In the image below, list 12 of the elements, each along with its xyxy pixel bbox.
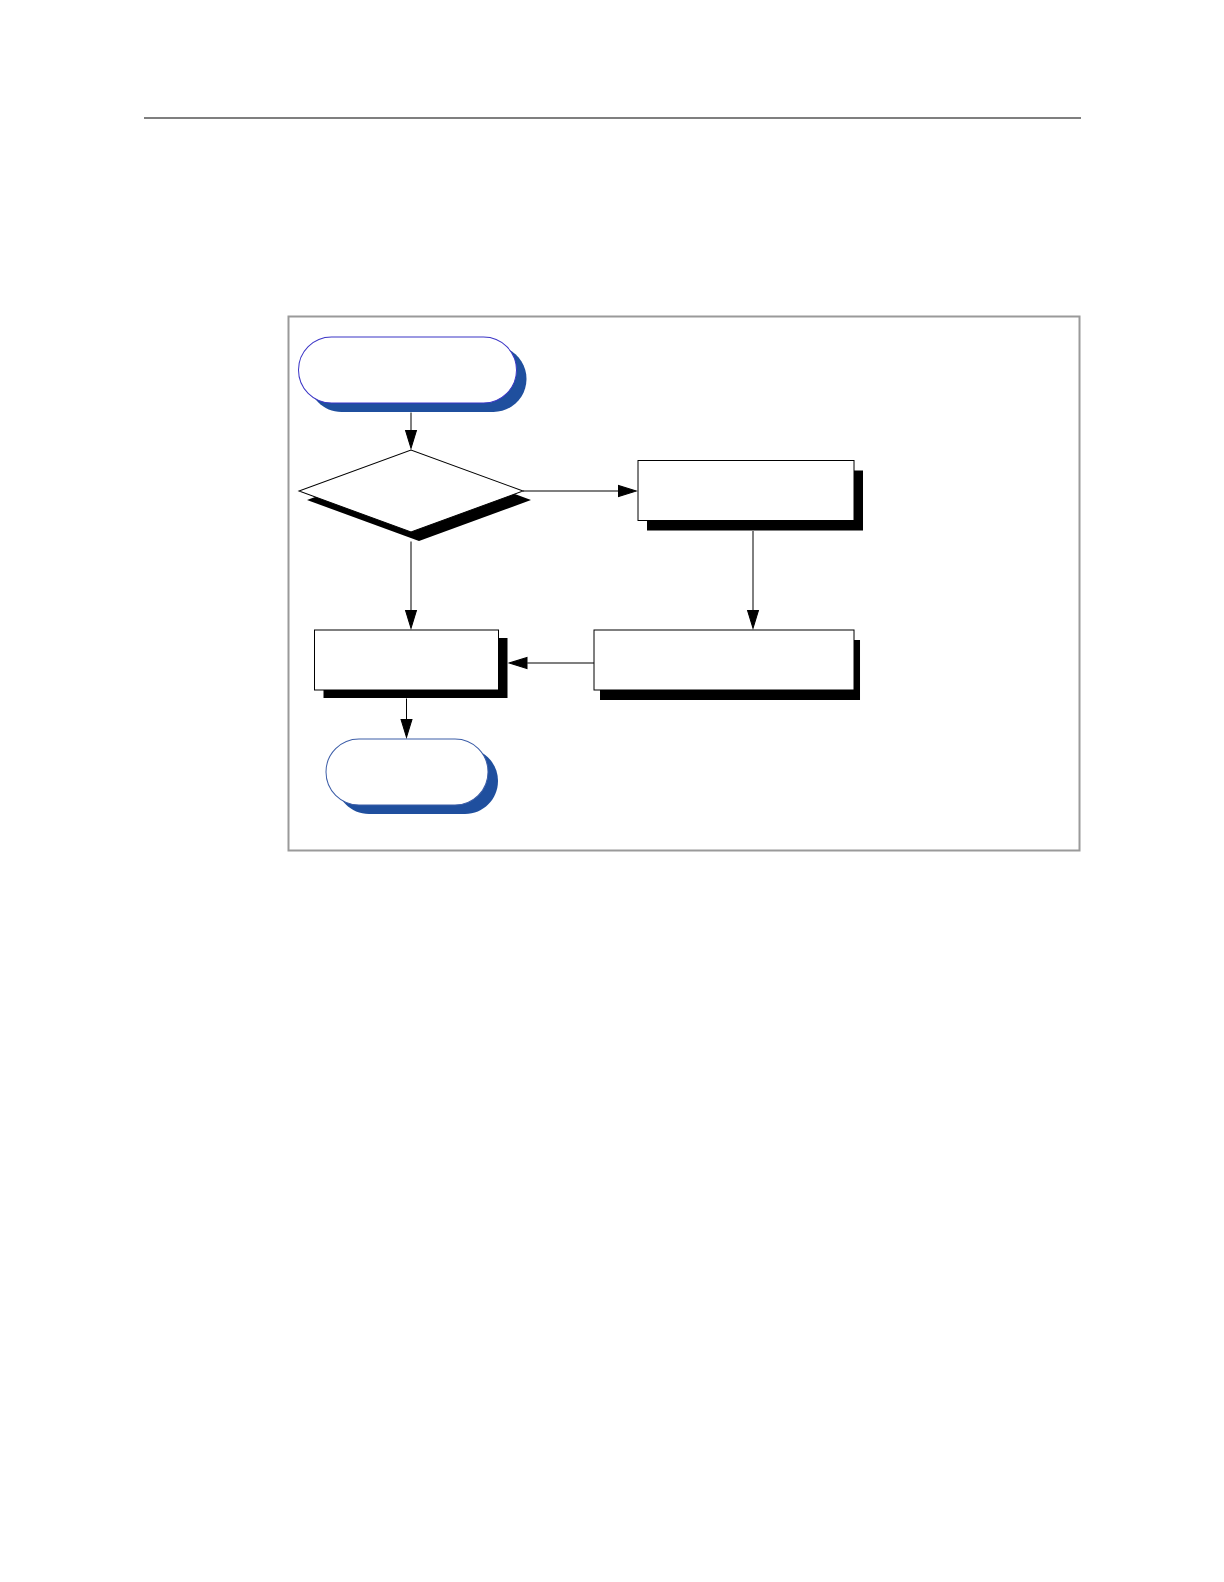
terminal-pill [325,738,498,814]
arrow [405,541,417,629]
arrow [747,530,759,629]
arrow [508,657,595,669]
arrow [522,485,637,497]
process-box [314,629,508,698]
terminal-pill [298,336,527,412]
arrow [405,412,417,449]
process-box [637,460,863,531]
decision-diamond [298,449,531,541]
process-box [593,629,860,700]
arrow [400,698,413,738]
